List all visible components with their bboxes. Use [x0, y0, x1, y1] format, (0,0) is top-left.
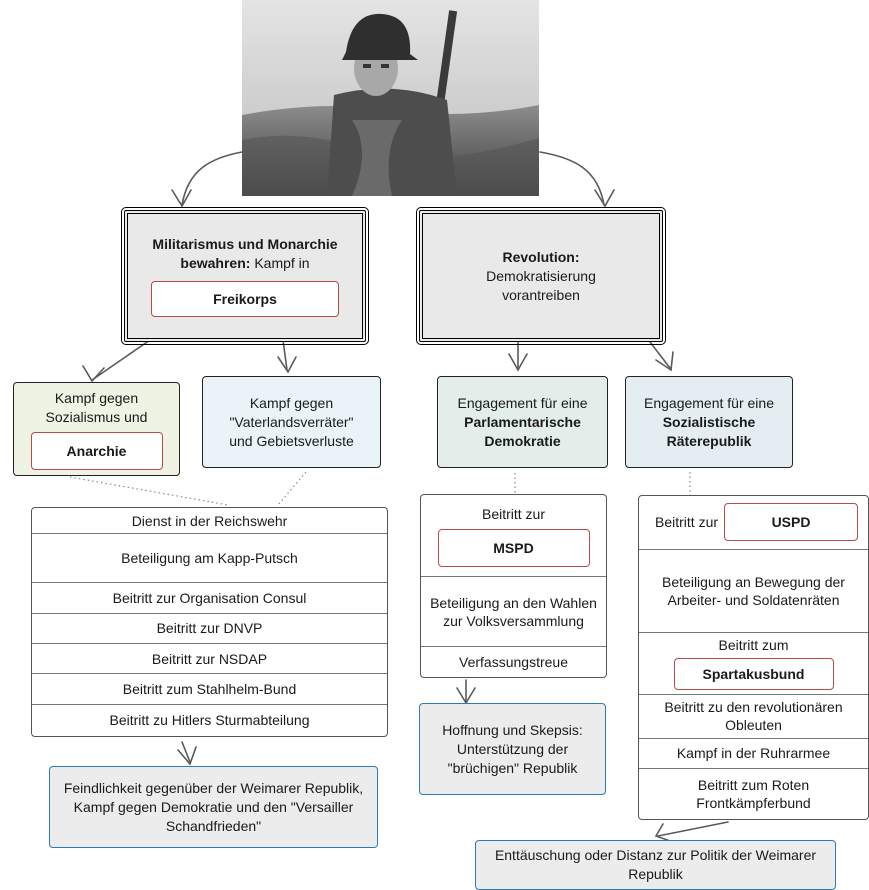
- mspd-outcome-box: Hoffnung und Skepsis: Unterstützung der …: [419, 703, 606, 795]
- raete-text: Engagement für eine: [644, 394, 774, 411]
- socialism-box: Kampf gegen Sozialismus und Anarchie: [13, 382, 180, 476]
- list-item: Beitritt zur DNVP: [32, 614, 387, 645]
- list-item: Dienst in der Reichswehr: [32, 508, 387, 535]
- list-item: Beitritt zur Organisation Consul: [32, 583, 387, 614]
- list-item: Beteiligung an Bewegung der Arbeiter- un…: [639, 550, 868, 634]
- militarism-title-bold: Militarismus und Monarchie bewahren:: [152, 236, 338, 271]
- mspd-join-text: Beitritt zur: [481, 505, 545, 522]
- raete-box: Engagement für eine Sozialistische Räter…: [625, 376, 793, 468]
- militarism-box: Militarismus und Monarchie bewahren: Kam…: [121, 207, 369, 345]
- list-item: Beitritt zum Roten Frontkämpferbund: [696, 777, 811, 812]
- list-item: Kampf in der Ruhrarmee: [639, 739, 868, 770]
- left-outcome-text: Enttäuschung oder Distanz zur Politik de…: [494, 847, 817, 882]
- militarism-title-rest: Kampf in: [250, 255, 310, 271]
- left-outcome-box: Enttäuschung oder Distanz zur Politik de…: [475, 840, 836, 890]
- anarchie-tag: Anarchie: [30, 431, 163, 470]
- revolution-subtitle: Demokratisierung vorantreiben: [486, 267, 596, 303]
- list-item: Beitritt zur MSPD: [421, 495, 606, 578]
- spartakus-join-text: Beitritt zum: [718, 637, 789, 654]
- soldier-photo: [242, 0, 539, 196]
- right-wing-outcome-box: Feindlichkeit gegenüber der Weimarer Rep…: [49, 766, 378, 848]
- mspd-outcome-text: Hoffnung und Skepsis: Unterstützung der …: [442, 721, 583, 776]
- list-item: Beteiligung an den Wahlen zur Volksversa…: [421, 577, 606, 648]
- parliament-bold: Parlamentarische Demokratie: [464, 413, 581, 449]
- right-wing-outcome-text: Feindlichkeit gegenüber der Weimarer Rep…: [63, 779, 364, 834]
- mspd-actions-list: Beitritt zur MSPD Beteiligung an den Wah…: [420, 494, 607, 678]
- revolution-box: Revolution: Demokratisierung vorantreibe…: [416, 207, 666, 345]
- revolution-title: Revolution:: [502, 248, 580, 265]
- list-item: Verfassungstreue: [459, 654, 568, 671]
- militarism-title: Militarismus und Monarchie bewahren: Kam…: [136, 235, 354, 273]
- raete-bold: Sozialistische Räterepublik: [662, 413, 756, 449]
- traitor-box: Kampf gegen "Vaterlandsverräter" und Geb…: [202, 376, 381, 468]
- socialism-text: Kampf gegen Sozialismus und: [45, 389, 148, 425]
- uspd-actions-list: Beitritt zur USPD Beteiligung an Bewegun…: [638, 495, 869, 820]
- freikorps-tag: Freikorps: [151, 281, 339, 317]
- uspd-tag: USPD: [724, 503, 859, 542]
- parliament-text: Engagement für eine: [457, 394, 588, 411]
- list-item: Beitritt zum Stahlhelm-Bund: [32, 674, 387, 705]
- list-item: Beitritt zur USPD: [639, 496, 868, 550]
- list-item: Beitritt zu Hitlers Sturmabteilung: [109, 712, 310, 729]
- parliament-box: Engagement für eine Parlamentarische Dem…: [437, 376, 608, 468]
- list-item: Beitritt zum Spartakusbund: [639, 633, 868, 695]
- list-item: Beitritt zur NSDAP: [32, 644, 387, 675]
- uspd-join-text: Beitritt zur: [655, 514, 719, 531]
- mspd-tag: MSPD: [437, 528, 590, 567]
- spartakus-tag: Spartakusbund: [673, 658, 834, 691]
- list-item: Beitritt zu den revolutionären Obleuten: [639, 695, 868, 739]
- traitor-text: Kampf gegen "Vaterlandsverräter" und Geb…: [229, 394, 354, 449]
- list-item: Beteiligung am Kapp-Putsch: [32, 534, 387, 584]
- right-wing-actions-list: Dienst in der Reichswehr Beteiligung am …: [31, 507, 388, 737]
